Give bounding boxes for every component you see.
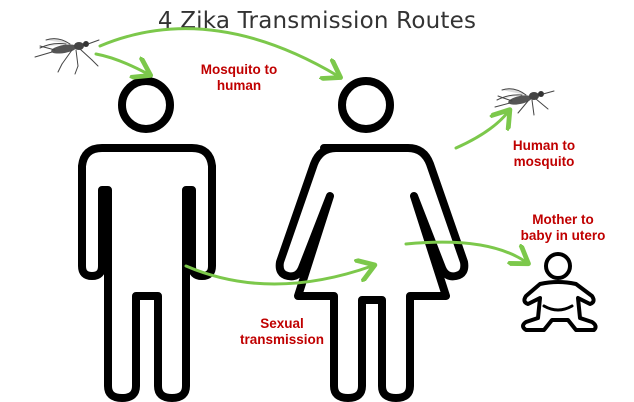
label-line: Human to xyxy=(512,138,576,153)
arrow-mother-to-baby xyxy=(404,240,526,262)
label-line: human xyxy=(216,78,262,93)
label-mother-to-baby: Mother to baby in utero xyxy=(500,212,626,244)
woman-figure-icon xyxy=(275,77,469,402)
man-figure-icon xyxy=(78,77,216,402)
label-human-to-mosquito: Human to mosquito xyxy=(494,138,594,170)
baby-icon xyxy=(521,252,598,332)
label-line: Sexual xyxy=(260,316,304,331)
mosquito-icon xyxy=(494,88,555,116)
arrows xyxy=(94,27,526,286)
mosquito-icon xyxy=(34,38,100,75)
arrow-woman-to-mosquito xyxy=(454,112,508,150)
label-line: mosquito xyxy=(513,154,575,169)
arrow-mosquito-to-man xyxy=(94,52,148,74)
label-line: Mosquito to xyxy=(200,62,278,77)
arrow-mosquito-to-woman xyxy=(98,27,338,76)
label-line: baby in utero xyxy=(520,228,606,243)
label-line: transmission xyxy=(239,332,325,347)
label-sexual-transmission: Sexual transmission xyxy=(220,316,344,348)
label-line: Mother to xyxy=(532,212,594,227)
arrow-sexual xyxy=(184,266,372,286)
label-mosquito-to-human: Mosquito to human xyxy=(188,62,290,94)
